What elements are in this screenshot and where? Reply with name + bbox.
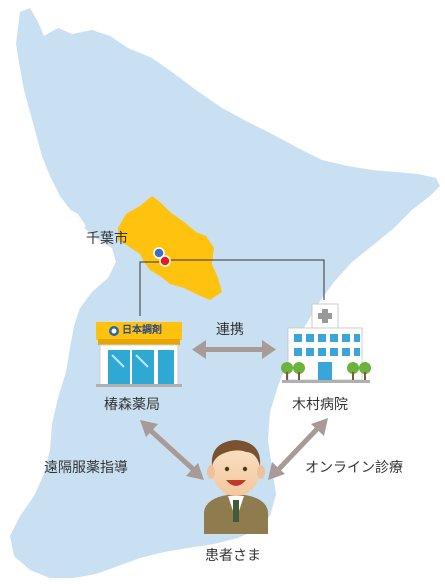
patient-avatar-icon: [204, 440, 268, 534]
patient-label: 患者さま: [205, 548, 261, 564]
chiba-prefecture-map: [10, 8, 440, 578]
bay-detail: [64, 206, 86, 232]
link-label: 連携: [216, 322, 244, 338]
hospital-label: 木村病院: [292, 397, 348, 413]
hospital-building-icon: [281, 303, 371, 383]
connector-line-hospital: [166, 259, 325, 300]
pharmacy-sign-label: 日本調剤: [122, 325, 162, 336]
location-pin-blue: [153, 247, 165, 259]
connector-line-pharmacy: [139, 261, 162, 316]
city-label: 千葉市: [86, 231, 128, 247]
online-consult-arrow: [268, 418, 328, 480]
pharmacy-building-icon: [96, 322, 182, 387]
link-double-arrow: [192, 340, 276, 359]
location-pin-red: [159, 255, 171, 267]
pharmacy-label: 椿森薬局: [104, 397, 160, 413]
chiba-city-region: [118, 196, 222, 300]
online-consult-label: オンライン診療: [305, 460, 403, 476]
remote-guidance-label: 遠隔服薬指導: [44, 460, 128, 476]
remote-guidance-arrow: [140, 420, 204, 480]
